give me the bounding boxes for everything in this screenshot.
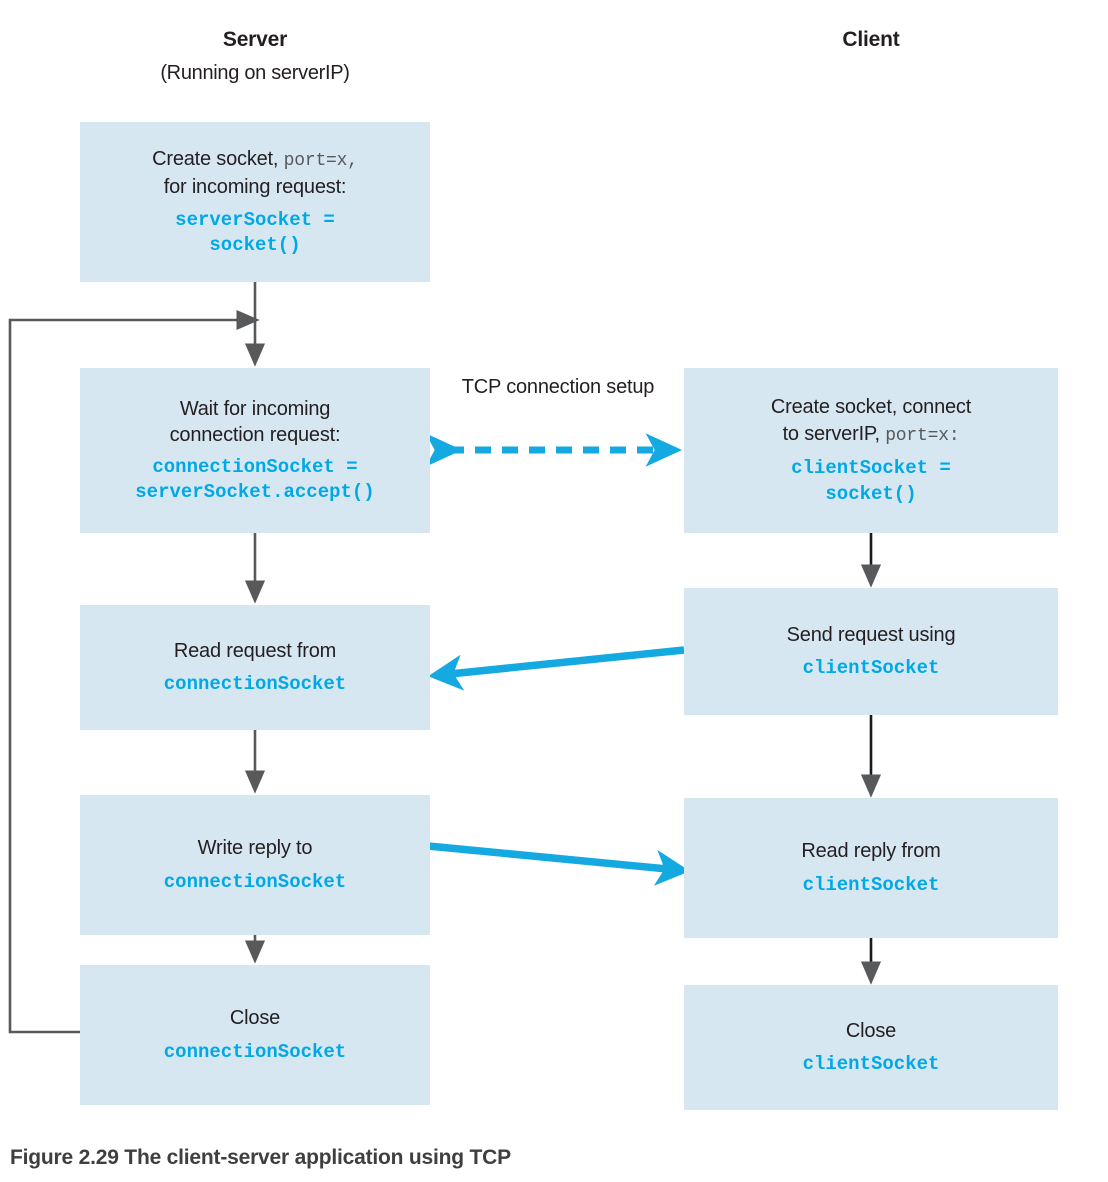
node-code-line: connectionSocket — [163, 673, 347, 696]
figure-caption: Figure 2.29 The client-server applicatio… — [10, 1146, 511, 1169]
node-line: Read request from — [173, 639, 337, 662]
node-line: Close — [229, 1007, 281, 1030]
server-node-read-request[interactable]: Read request from connectionSocket — [80, 605, 430, 730]
node-code-line: connectionSocket = — [152, 456, 358, 479]
client-node-send-request[interactable]: Send request using clientSocket — [684, 588, 1058, 715]
node-code-line: connectionSocket — [163, 870, 347, 893]
server-node-close[interactable]: Close connectionSocket — [80, 965, 430, 1105]
node-code-line: serverSocket.accept() — [135, 481, 375, 504]
tcp-label-line-1: TCP — [461, 376, 501, 398]
server-node-write-reply[interactable]: Write reply to connectionSocket — [80, 795, 430, 935]
node-code-line: socket() — [209, 234, 301, 257]
node-code-line: clientSocket — [802, 873, 940, 896]
node-line: Write reply to — [197, 837, 313, 860]
node-line: Wait for incoming — [179, 397, 331, 420]
tcp-connection-setup-label: TCP connection setup — [432, 374, 684, 400]
node-line: for incoming request: — [163, 175, 347, 198]
client-node-close[interactable]: Close clientSocket — [684, 985, 1058, 1110]
client-node-create-socket[interactable]: Create socket, connect to serverIP, port… — [684, 368, 1058, 533]
client-node-read-reply[interactable]: Read reply from clientSocket — [684, 798, 1058, 938]
node-line: Close — [845, 1019, 897, 1042]
client-column-title: Client — [842, 28, 900, 51]
node-code-line: connectionSocket — [163, 1040, 347, 1063]
request-arrow-client-to-server — [428, 646, 685, 691]
node-code-line: clientSocket = — [791, 457, 951, 480]
node-line: connection request: — [169, 423, 341, 446]
node-code-line: clientSocket — [802, 657, 940, 680]
server-node-wait-connection[interactable]: Wait for incoming connection request: co… — [80, 368, 430, 533]
node-line: Send request using — [786, 623, 956, 646]
server-node-create-socket[interactable]: Create socket, port=x, for incoming requ… — [80, 122, 430, 282]
node-code-line: clientSocket — [802, 1053, 940, 1076]
node-code-line: serverSocket = — [175, 208, 335, 231]
tcp-label-line-2: connection setup — [506, 376, 655, 398]
node-line: to serverIP, port=x: — [782, 422, 960, 446]
server-column-title: Server — [222, 28, 288, 51]
node-line: Read reply from — [801, 840, 941, 863]
node-line: Create socket, port=x, — [152, 147, 358, 171]
server-column-subtitle: (Running on serverIP) — [160, 62, 350, 84]
reply-arrow-server-to-client — [427, 842, 690, 886]
node-line: Create socket, connect — [770, 396, 972, 419]
node-code-line: socket() — [825, 482, 917, 505]
